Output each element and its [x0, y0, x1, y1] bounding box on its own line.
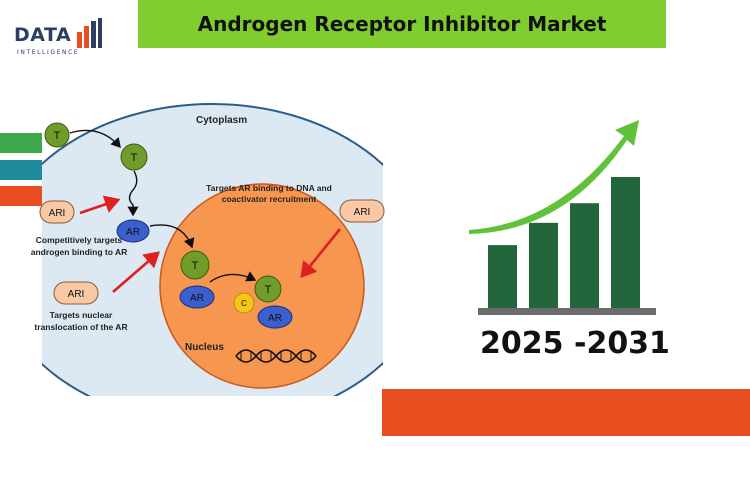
cytoplasm-label: Cytoplasm [196, 115, 247, 126]
androgen-receptor [116, 219, 150, 243]
side-bar-green [0, 133, 42, 153]
logo-bars-icon [77, 18, 102, 48]
competitive-text-1: Competitively targets [36, 235, 123, 245]
coactivator-molecule [233, 292, 255, 314]
ar-label: AR [190, 293, 204, 304]
translocation-text-1: Targets nuclear [50, 310, 113, 320]
growth-bars [488, 177, 640, 308]
forecast-years: 2025 -2031 [480, 326, 670, 361]
androgen-receptor-nucleus [179, 285, 215, 309]
testosterone-molecule [44, 122, 70, 148]
ari-pill [53, 281, 99, 305]
dna-target-text-2: coactivator recruitment [222, 194, 317, 204]
ar-label: AR [268, 313, 282, 324]
growth-bar [529, 222, 558, 308]
logo-word: DATA [14, 24, 72, 46]
ari-pill [39, 200, 75, 224]
androgen-receptor-complex [257, 305, 293, 329]
ari-label: ARI [68, 289, 85, 300]
competitive-text-2: androgen binding to AR [31, 247, 127, 257]
ari-label: ARI [354, 207, 371, 218]
nucleus-label: Nucleus [185, 342, 224, 353]
ari-label: ARI [49, 208, 66, 219]
translocation-text-2: translocation of the AR [34, 322, 127, 332]
ari-pill [339, 199, 385, 223]
coactivator-label: C [241, 299, 247, 308]
testosterone-molecule-cytoplasm [120, 143, 148, 171]
inhibition-arrows [79, 195, 342, 293]
testosterone-label: T [192, 260, 199, 272]
testosterone-molecule-nucleus [180, 250, 210, 280]
ar-label: AR [126, 227, 140, 238]
growth-baseline [478, 308, 656, 315]
orange-footer-band [382, 389, 750, 436]
page-title: Androgen Receptor Inhibitor Market [197, 12, 607, 36]
dna-helix-icon [235, 349, 317, 363]
testosterone-label: T [54, 130, 61, 142]
side-bar-teal [0, 160, 42, 180]
testosterone-label: T [265, 284, 272, 296]
process-arrows [69, 129, 257, 283]
dna-target-text-1: Targets AR binding to DNA and [206, 183, 332, 193]
growth-chart-icon [469, 120, 656, 315]
title-banner: Androgen Receptor Inhibitor Market [138, 0, 666, 48]
testosterone-label: T [131, 152, 138, 164]
growth-arrow-icon [469, 120, 639, 234]
data-intelligence-logo: DATA INTELLIGENCE [14, 18, 104, 60]
growth-bar [488, 245, 517, 308]
ar-mechanism-diagram: Cytoplasm Nucleus T T AR T AR C T AR ARI… [31, 103, 385, 396]
growth-bar [570, 203, 599, 308]
side-bar-orange [0, 186, 42, 206]
growth-bar [611, 177, 640, 308]
testosterone-molecule-complex [254, 275, 282, 303]
logo-subtitle: INTELLIGENCE [17, 49, 80, 56]
